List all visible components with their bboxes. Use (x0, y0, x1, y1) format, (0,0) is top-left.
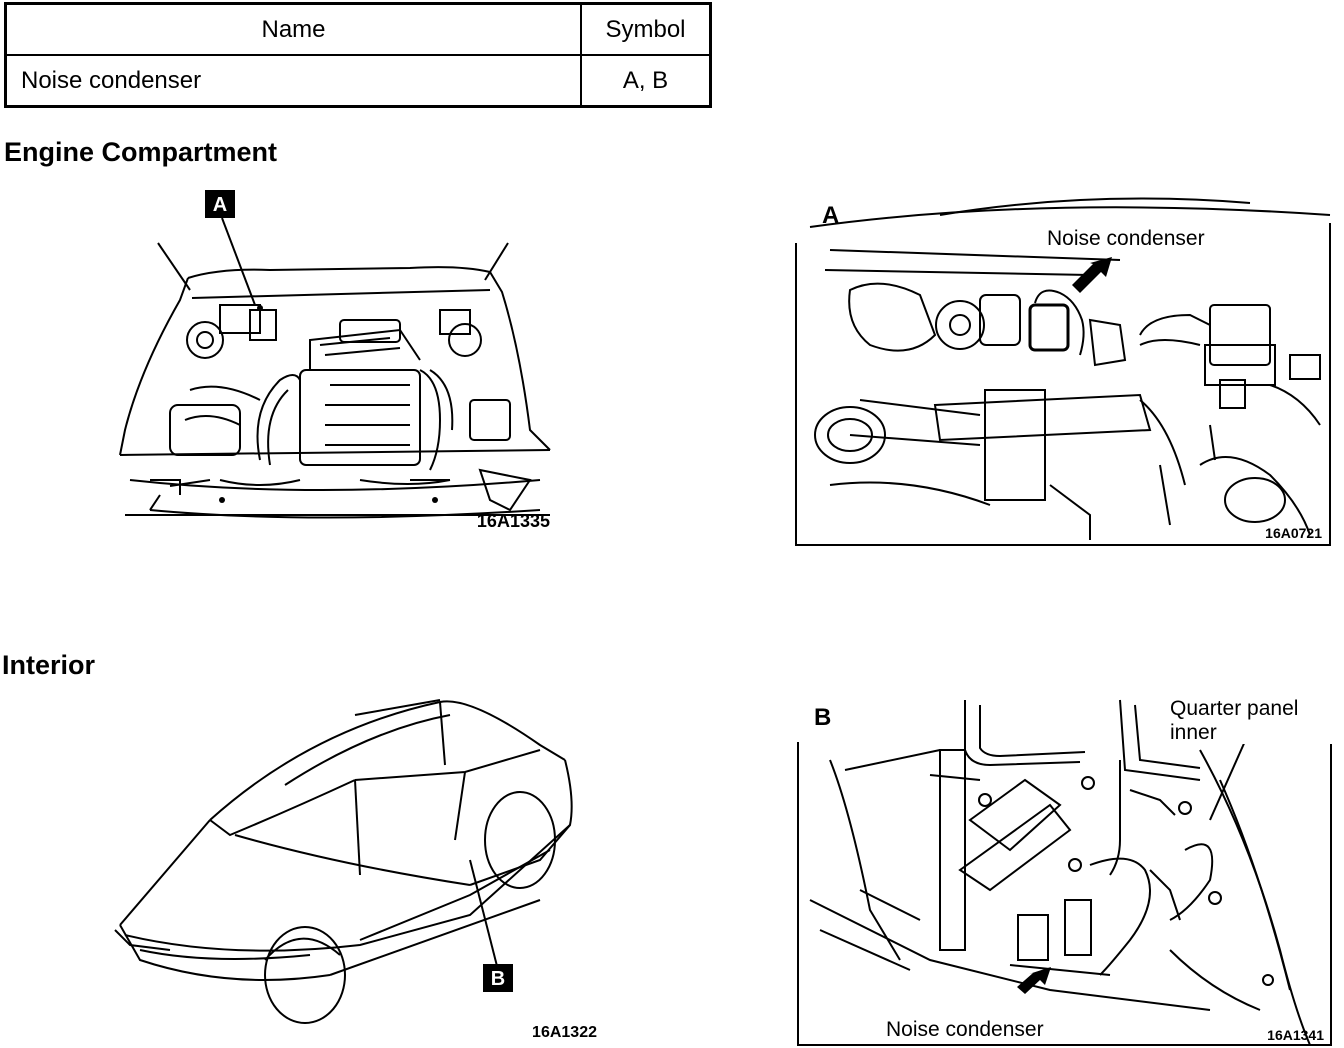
detail-a-letter: A (822, 202, 839, 229)
figure-code-16A1322: 16A1322 (532, 1024, 597, 1041)
figure-code-16A1335: 16A1335 (477, 511, 550, 531)
table-header-row: Name Symbol (4, 2, 712, 56)
marker-b-label: B (491, 968, 505, 990)
cell-component-name: Noise condenser (4, 54, 582, 108)
engine-compartment-illustration: A 16A1335 (119, 190, 551, 531)
callout-noise-condenser-b: Noise condenser (886, 1018, 1044, 1041)
callout-quarter-panel: Quarter panel (1170, 697, 1298, 720)
column-header-symbol: Symbol (580, 2, 712, 56)
column-header-name: Name (4, 2, 582, 56)
callout-noise-condenser-a: Noise condenser (1047, 227, 1205, 250)
marker-a-label: A (213, 194, 227, 216)
figure-code-16A0721: 16A0721 (1265, 525, 1322, 541)
detail-a-illustration: A Noise condenser 16A0721 (795, 197, 1331, 546)
marker-a-badge (205, 190, 235, 218)
detail-b-letter: B (814, 704, 831, 731)
detail-b-illustration: B Quarter panel inner Noise condenser 16… (797, 692, 1338, 1046)
table-row: Noise condenser A, B (4, 54, 712, 108)
component-table: Name Symbol Noise condenser A, B (4, 2, 712, 108)
cell-component-symbol: A, B (580, 54, 712, 108)
section-heading-engine: Engine Compartment (4, 137, 278, 167)
callout-quarter-panel-inner: inner (1170, 721, 1217, 744)
marker-b-badge (483, 964, 513, 992)
car-overview-illustration: B 16A1322 (114, 699, 597, 1041)
figure-code-16A1341: 16A1341 (1267, 1027, 1324, 1043)
section-heading-interior: Interior (2, 650, 96, 680)
